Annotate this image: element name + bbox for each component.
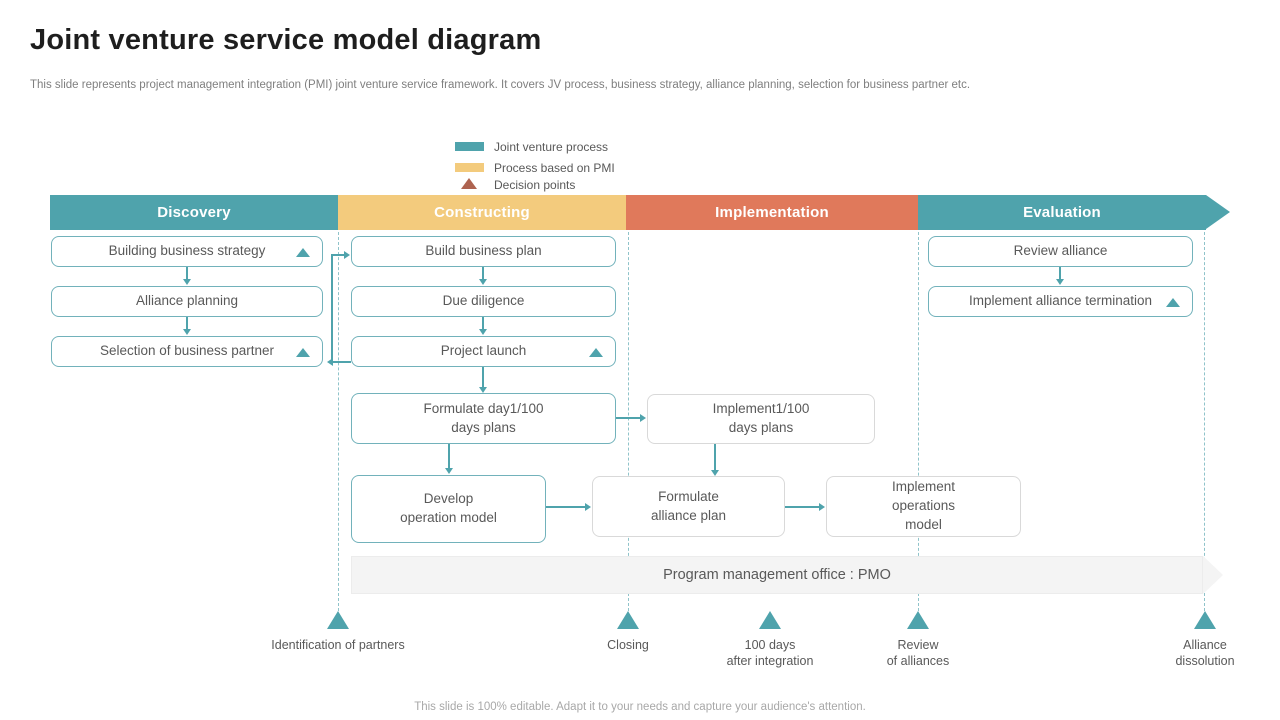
connector-line — [186, 267, 188, 279]
milestone-marker-identification-icon — [327, 611, 349, 629]
connector-line — [1059, 267, 1061, 279]
connector-arrowhead-icon — [327, 358, 333, 366]
connector-arrowhead-icon — [479, 387, 487, 393]
connector-line — [785, 506, 819, 508]
milestone-label-closing: Closing — [607, 638, 649, 652]
connector-arrowhead-icon — [640, 414, 646, 422]
footer-note: This slide is 100% editable. Adapt it to… — [414, 701, 866, 713]
connector-line — [482, 317, 484, 329]
phase-bar-arrow-tip-icon — [1206, 195, 1230, 229]
connector-arrowhead-icon — [183, 279, 191, 285]
box-label: Build business plan — [425, 243, 542, 259]
box-label: Review alliance — [1013, 243, 1108, 259]
dashed-guide-line — [918, 232, 919, 611]
legend-label-process-based-on-pmi: Process based on PMI — [494, 161, 615, 175]
connector-line — [482, 367, 484, 387]
decision-triangle-icon — [296, 347, 310, 357]
decision-triangle-icon — [296, 247, 310, 257]
connector-arrowhead-icon — [585, 503, 591, 511]
connector-line — [186, 317, 188, 329]
pmo-bar: Program management office : PMO — [351, 556, 1203, 594]
connector-arrowhead-icon — [344, 251, 350, 259]
connector-line — [448, 444, 450, 468]
page-title: Joint venture service model diagram — [30, 24, 542, 56]
legend-decision-points-triangle-icon — [461, 178, 477, 189]
legend-swatch-process-based-on-pmi-icon — [455, 163, 484, 172]
connector-line — [482, 267, 484, 279]
box-label: Selection of business partner — [99, 343, 275, 359]
connector-arrowhead-icon — [1056, 279, 1064, 285]
milestone-label-identification: Identification of partners — [271, 638, 405, 652]
connector-arrowhead-icon — [479, 279, 487, 285]
milestone-marker-review-icon — [907, 611, 929, 629]
pmo-bar-label: Program management office : PMO — [663, 567, 891, 583]
milestone-marker-closing-icon — [617, 611, 639, 629]
connector-line — [714, 444, 716, 470]
phase-header-constructing: Constructing — [338, 195, 626, 230]
connector-line — [333, 361, 351, 363]
connector-line — [546, 506, 585, 508]
connector-line — [331, 254, 344, 256]
connector-arrowhead-icon — [183, 329, 191, 335]
milestone-marker-hundred-days-icon — [759, 611, 781, 629]
box-review-alliance: Review alliance — [928, 236, 1193, 267]
decision-triangle-icon — [589, 347, 603, 357]
box-label: Implement alliance termination — [968, 293, 1153, 309]
connector-arrowhead-icon — [479, 329, 487, 335]
box-label: Alliance planning — [135, 293, 239, 309]
legend-label-joint-venture-process: Joint venture process — [494, 140, 609, 154]
box-building-business-strategy: Building business strategy — [51, 236, 323, 267]
legend-swatch-joint-venture-process-icon — [455, 142, 484, 151]
dashed-guide-line — [628, 232, 629, 611]
connector-arrowhead-icon — [445, 468, 453, 474]
box-implement-alliance-termination: Implement alliance termination — [928, 286, 1193, 317]
box-label: Due diligence — [442, 293, 525, 309]
box-selection-of-business-partner: Selection of business partner — [51, 336, 323, 367]
phase-header-implementation: Implementation — [626, 195, 918, 230]
decision-triangle-icon — [1166, 297, 1180, 307]
milestone-marker-dissolution-icon — [1194, 611, 1216, 629]
box-label: Building business strategy — [108, 243, 266, 259]
box-label: Project launch — [440, 343, 527, 359]
legend-label-decision-points: Decision points — [494, 178, 576, 192]
pmo-bar-arrow-tip-icon — [1203, 556, 1223, 594]
connector-arrowhead-icon — [711, 470, 719, 476]
dashed-guide-line — [1204, 232, 1205, 611]
phase-header-discovery: Discovery — [50, 195, 338, 230]
connector-line — [616, 417, 640, 419]
connector-arrowhead-icon — [819, 503, 825, 511]
connector-line — [331, 255, 333, 363]
phase-header-evaluation: Evaluation — [918, 195, 1206, 230]
box-due-diligence: Due diligence — [351, 286, 616, 317]
slide-subtitle: This slide represents project management… — [30, 79, 971, 91]
box-alliance-planning: Alliance planning — [51, 286, 323, 317]
box-build-business-plan: Build business plan — [351, 236, 616, 267]
dashed-guide-line — [338, 232, 339, 611]
box-project-launch: Project launch — [351, 336, 616, 367]
